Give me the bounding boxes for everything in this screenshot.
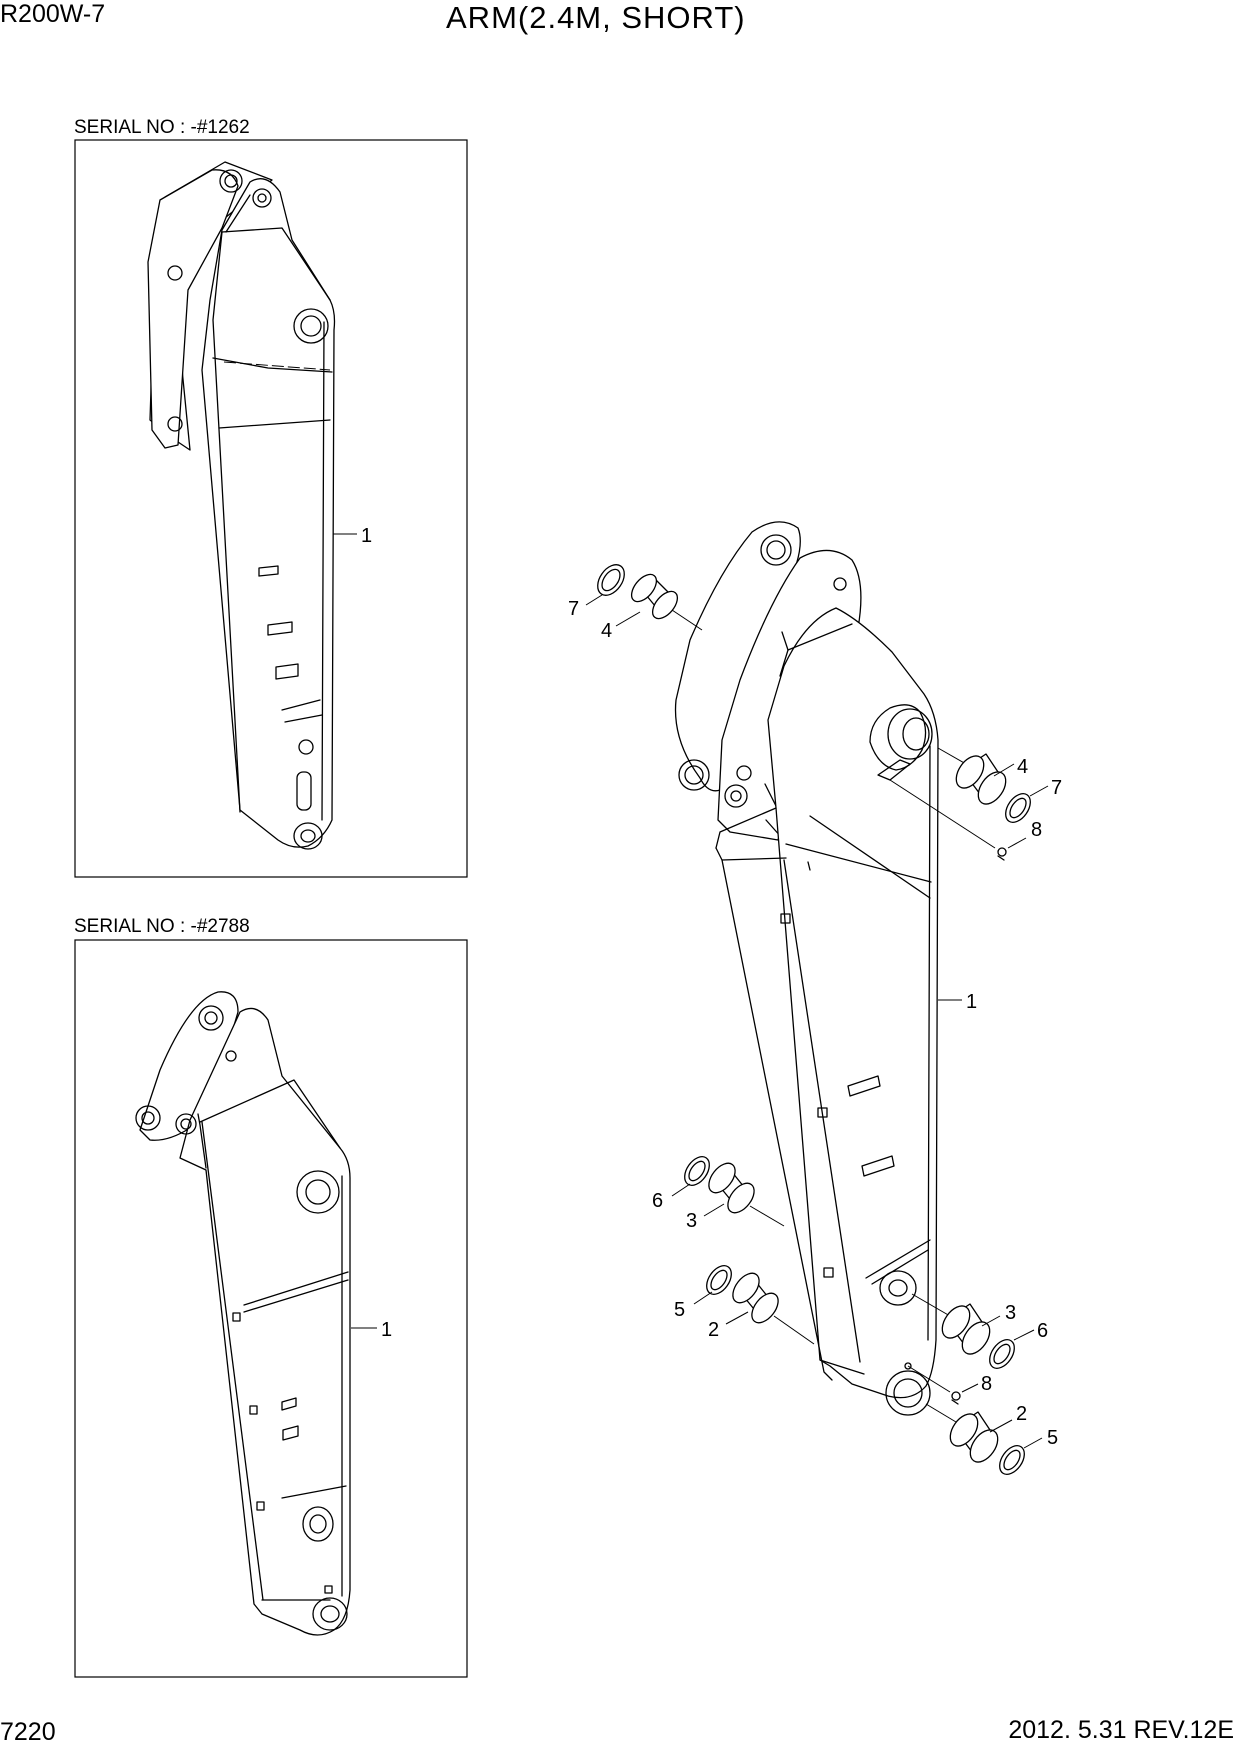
callout-8-lower: 8 — [981, 1373, 992, 1395]
callout-4-right: 4 — [1017, 756, 1028, 778]
callout-3-right: 3 — [1005, 1302, 1016, 1324]
page-title: ARM(2.4M, SHORT) — [446, 0, 746, 35]
callout-7-upper: 7 — [568, 598, 579, 620]
callout-6-left: 6 — [652, 1190, 663, 1212]
callout-6-right: 6 — [1037, 1320, 1048, 1342]
callout-2-right: 2 — [1016, 1403, 1027, 1425]
callout-1-upper: 1 — [361, 525, 372, 547]
arm-drawing-upper: 1 — [147, 161, 372, 850]
callout-2-left: 2 — [708, 1319, 719, 1341]
callout-5-right: 5 — [1047, 1427, 1058, 1449]
arm-drawing-main: 7 4 4 7 8 1 6 3 — [568, 521, 1062, 1475]
callout-1-lower: 1 — [381, 1319, 392, 1341]
revision-date: 2012. 5.31 REV.12E — [1008, 1716, 1234, 1744]
page-number: 7220 — [0, 1718, 56, 1746]
callout-7-right: 7 — [1051, 777, 1062, 799]
callout-4-upper: 4 — [601, 620, 612, 642]
callout-5-left: 5 — [674, 1299, 685, 1321]
detail-frame-lower — [74, 939, 468, 1678]
callout-8-upper: 8 — [1031, 819, 1042, 841]
callout-3-left: 3 — [686, 1210, 697, 1232]
serial-label-lower: SERIAL NO : -#2788 — [74, 916, 250, 937]
model-name: R200W-7 — [0, 0, 106, 28]
callout-1-main: 1 — [966, 991, 977, 1013]
serial-label-upper: SERIAL NO : -#1262 — [74, 117, 250, 138]
detail-frame-upper — [74, 139, 468, 878]
arm-drawing-lower: 1 — [135, 991, 392, 1636]
